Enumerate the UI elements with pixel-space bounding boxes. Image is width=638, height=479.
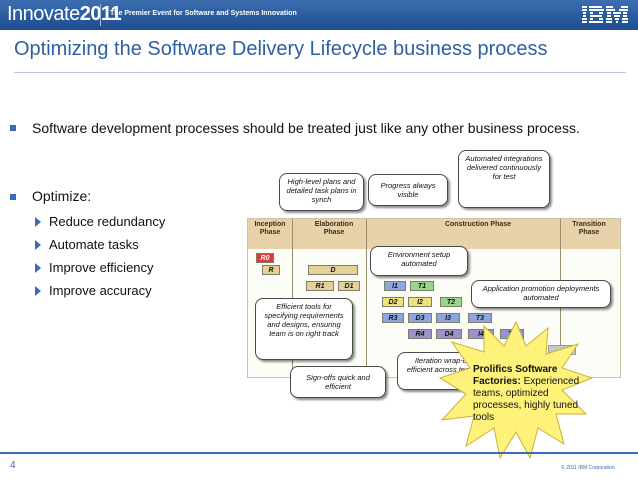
block-r0: R0 [256,253,274,263]
block-r: R [262,265,280,275]
copyright: © 2011 IBM Corporation [561,465,615,471]
block-d: D [308,265,358,275]
header-divider [100,4,101,26]
sub-bullet-arrow-icon [35,263,41,273]
callout-progress: Progress always visible [368,174,448,206]
block-t1: T1 [410,281,434,291]
block-d4: D4 [436,329,462,339]
block-t2: T2 [440,297,462,307]
sub-bullet-text: Improve efficiency [49,260,154,275]
phase-label: Transition Phase [572,221,606,236]
block-i3: I3 [436,313,460,323]
block-r4: R4 [408,329,432,339]
bullet-text: Optimize: [32,188,92,204]
block-r3: R3 [382,313,404,323]
callout-efficient-tools: Efficient tools for specifying requireme… [255,298,353,360]
bullet-square-icon [10,125,16,131]
block-r1: R1 [306,281,334,291]
phase-label: Elaboration Phase [314,221,354,236]
slide-title: Optimizing the Software Delivery Lifecyc… [14,38,548,60]
callout-automated-integrations: Automated integrations delivered continu… [458,150,550,208]
footer-divider [0,452,638,454]
brand-logo: Innovate2011 [7,3,122,25]
sub-bullet-text: Improve accuracy [49,283,152,298]
phase-header-row [248,219,620,249]
page-number: 4 [10,460,16,471]
ibm-logo-icon [582,6,628,23]
block-d1: D1 [338,281,360,291]
callout-signoffs: Sign-offs quick and efficient [290,366,386,398]
block-t3: T3 [468,313,492,323]
block-i1: I1 [384,281,406,291]
starburst-text: Prolifics Software Factories: Experience… [473,364,580,423]
title-divider [14,72,626,73]
header-bar: Innovate2011 The Premier Event for Softw… [0,0,638,30]
sub-bullet-arrow-icon [35,286,41,296]
sub-bullet-arrow-icon [35,240,41,250]
sub-bullet-arrow-icon [35,217,41,227]
bullet-text: Software development processes should be… [32,120,580,136]
phase-label: Inception Phase [254,221,286,236]
block-i4: I4 [468,329,494,339]
sub-bullet-text: Automate tasks [49,237,139,252]
callout-environment-setup: Environment setup automated [370,246,468,276]
block-i2: I2 [408,297,432,307]
callout-application-promotion: Application promotion deployments automa… [471,280,611,308]
bullet-square-icon [10,194,16,200]
phase-divider [366,219,367,379]
sub-bullet-text: Reduce redundancy [49,214,166,229]
header-tagline: The Premier Event for Software and Syste… [110,10,297,17]
block-d3: D3 [408,313,432,323]
phase-label: Construction Phase [444,221,512,228]
starburst-icon [438,320,594,460]
block-d2: D2 [382,297,404,307]
callout-high-level-plans: High-level plans and detailed task plans… [279,173,364,211]
